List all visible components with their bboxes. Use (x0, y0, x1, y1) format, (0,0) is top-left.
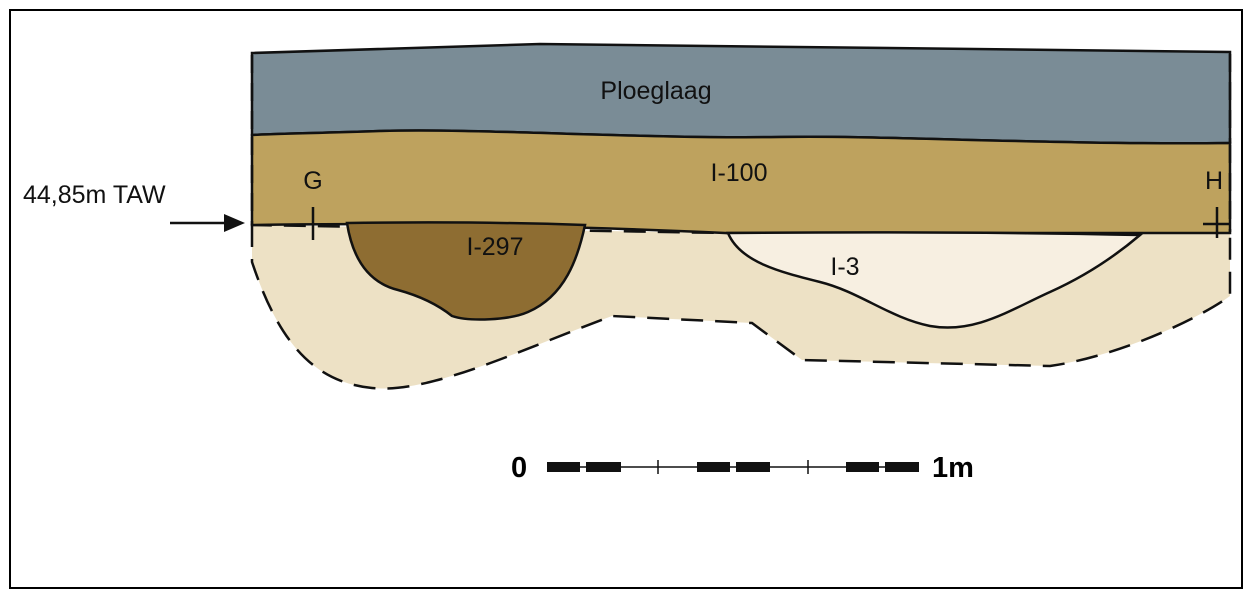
scale-bar-start-label: 0 (511, 452, 527, 484)
label-i297: I-297 (467, 233, 524, 261)
ploeglaag-edge-dashes (250, 54, 1232, 143)
label-i3: I-3 (830, 253, 859, 281)
point-h-marker (1203, 207, 1231, 238)
i100-edge-dashes (250, 137, 1232, 232)
soil-profile-section: Ploeglaag I-100 I-297 I-3 G H 44,85m TAW… (23, 42, 1232, 484)
label-ploeglaag: Ploeglaag (600, 77, 711, 105)
label-point-g: G (303, 167, 322, 195)
label-i100: I-100 (711, 159, 768, 187)
i297-feature (345, 221, 587, 321)
reference-level-label: 44,85m TAW (23, 181, 166, 209)
scale-bar (547, 460, 919, 474)
label-point-h: H (1205, 167, 1223, 195)
i3-feature (726, 231, 1144, 329)
ploeglaag-layer (250, 42, 1232, 145)
reference-level-arrow (170, 214, 245, 232)
scale-bar-end-label: 1m (932, 452, 974, 484)
